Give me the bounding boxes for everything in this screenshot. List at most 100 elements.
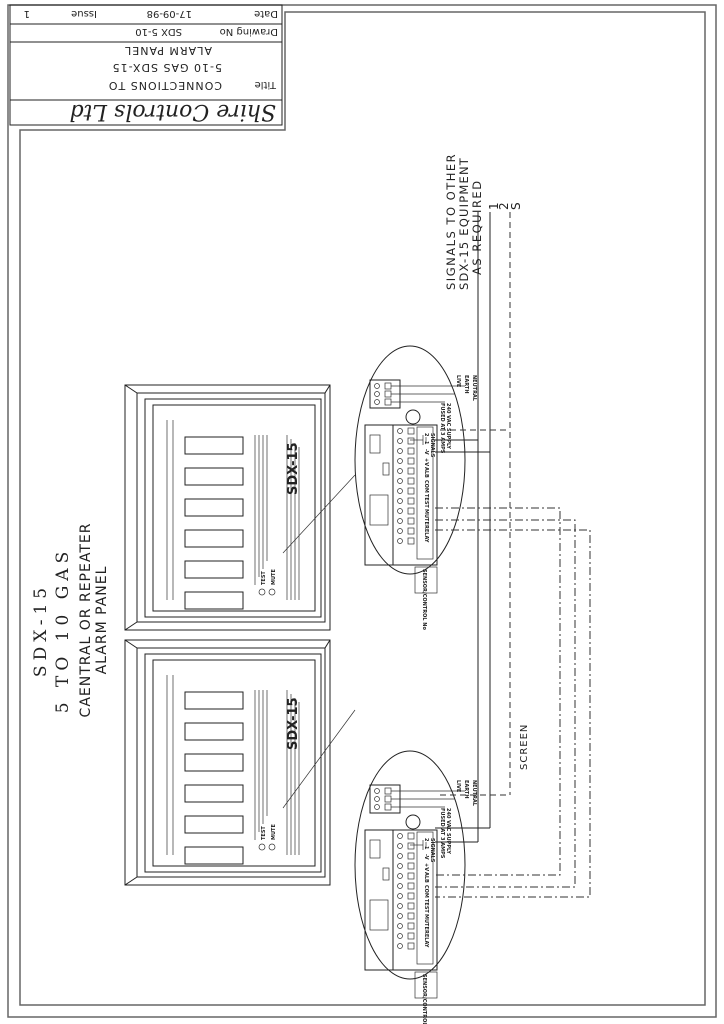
test-label: TEST xyxy=(423,494,429,508)
com-label: COM xyxy=(423,885,429,898)
panel-model-label: SDX-15 xyxy=(286,442,301,495)
date-value: 17-09-98 xyxy=(147,8,192,19)
sensor-label: SENSOR/CONTROL No xyxy=(421,974,427,1024)
terminal-screw-icon xyxy=(397,458,403,464)
signals-note: SIGNALS TO OTHER SDX-15 EQUIPMENT AS REQ… xyxy=(444,153,523,290)
title-block: Shire Controls Ltd Title CONNECTIONS TO … xyxy=(9,4,283,126)
mute-led-icon xyxy=(268,588,276,596)
signal-wiring: SCREEN xyxy=(435,212,591,898)
heading-range: 5 TO 10 GAS xyxy=(53,547,73,713)
terminal-screw-icon xyxy=(397,883,403,889)
sensor-label: SENSOR/CONTROL No xyxy=(421,569,427,630)
heading-model: SDX-15 xyxy=(31,583,51,677)
company-name: Shire Controls Ltd xyxy=(69,99,276,124)
wire-label-2: 2 xyxy=(497,202,511,210)
display-window xyxy=(184,560,244,579)
terminal-screw-icon xyxy=(397,428,403,434)
terminal-screw-icon xyxy=(397,843,403,849)
drawing-no-label: Drawing No xyxy=(220,26,278,37)
terminal-screw-icon xyxy=(397,913,403,919)
mute-label: MUTE xyxy=(423,509,429,525)
heading: SDX-15 5 TO 10 GAS CAENTRAL OR REPEATER … xyxy=(31,523,110,718)
test-led-icon xyxy=(258,588,266,596)
terminal-screw-icon xyxy=(397,903,403,909)
terminal-screw-icon xyxy=(397,498,403,504)
live-label: LIVE xyxy=(455,375,461,388)
wire-label-1: 1 xyxy=(487,202,501,210)
relay-label: RELAY xyxy=(423,930,429,948)
signals-note-line-3: AS REQUIRED xyxy=(470,179,484,275)
terminal-screw-icon xyxy=(397,833,403,839)
terminal-screw-icon xyxy=(397,933,403,939)
plus-v-label: +V xyxy=(423,458,429,466)
live-label: LIVE xyxy=(455,780,461,793)
outer-border xyxy=(7,4,717,1018)
display-window xyxy=(184,691,244,710)
terminal-screw-icon xyxy=(397,508,403,514)
display-window xyxy=(184,753,244,772)
display-window xyxy=(184,846,244,865)
issue-label: Issue xyxy=(71,8,97,19)
mute-led-icon xyxy=(268,843,276,851)
mute-indicator-label: MUTE xyxy=(271,569,277,585)
signal-1-label: 1 xyxy=(423,846,429,850)
terminal-screw-icon xyxy=(397,863,403,869)
drawing-no: SDX 5-10 xyxy=(135,26,182,37)
wire-com xyxy=(435,507,561,876)
minus-v-label: -V xyxy=(423,854,429,860)
display-window xyxy=(184,784,244,803)
mute-label: MUTE xyxy=(423,914,429,930)
test-led-icon xyxy=(258,843,266,851)
terminal-screw-icon xyxy=(397,893,403,899)
screen-label: SCREEN xyxy=(519,724,530,770)
wire-mute xyxy=(435,529,591,898)
title-line-3: ALARM PANEL xyxy=(124,44,212,57)
signal-1-label: 1 xyxy=(423,441,429,445)
issue-value: 1 xyxy=(24,8,30,19)
alb-label: ALB xyxy=(423,872,429,883)
wire-test xyxy=(435,519,576,888)
heading-subtitle-1: CAENTRAL OR REPEATER xyxy=(78,523,94,718)
fuse-label: FUSED AT 3 AMPS xyxy=(439,403,445,454)
signals-label: SIGNALS xyxy=(429,433,435,458)
title-label: Title xyxy=(255,79,277,90)
terminal-screw-icon xyxy=(397,853,403,859)
supply-label: 240 VAC SUPPLY xyxy=(445,403,451,449)
test-indicator-label: TEST xyxy=(261,826,267,840)
display-window xyxy=(184,498,244,517)
terminal-screw-icon xyxy=(397,468,403,474)
fuse-label: FUSED AT 3 AMPS xyxy=(439,808,445,859)
signals-note-line-1: SIGNALS TO OTHER xyxy=(444,153,458,290)
earth-label: EARTH xyxy=(463,375,469,394)
terminal-screw-icon xyxy=(397,538,403,544)
signals-label: SIGNALS xyxy=(429,838,435,863)
terminal-screw-icon xyxy=(397,518,403,524)
display-window xyxy=(184,591,244,610)
alb-label: ALB xyxy=(423,467,429,478)
cable-gland-icon xyxy=(405,814,421,830)
wire-label-s: S xyxy=(509,202,523,210)
mute-indicator-label: MUTE xyxy=(271,824,277,840)
display-window xyxy=(184,467,244,486)
plus-v-label: +V xyxy=(423,863,429,871)
display-window xyxy=(184,436,244,455)
terminal-screw-icon xyxy=(397,478,403,484)
display-window xyxy=(184,529,244,548)
terminal-screw-icon xyxy=(397,438,403,444)
neutral-label: NEUTRAL xyxy=(471,780,477,807)
signal-2-label: 2 xyxy=(423,838,429,842)
neutral-label: NEUTRAL xyxy=(471,375,477,402)
test-label: TEST xyxy=(423,899,429,913)
inner-border xyxy=(19,11,706,1006)
terminal-screw-icon xyxy=(397,488,403,494)
terminal-screw-icon xyxy=(397,943,403,949)
signals-note-line-2: SDX-15 EQUIPMENT xyxy=(457,157,471,290)
cable-gland-icon xyxy=(405,409,421,425)
display-window xyxy=(184,815,244,834)
title-line-1: CONNECTIONS TO xyxy=(108,79,222,92)
heading-subtitle-2: ALARM PANEL xyxy=(94,566,110,675)
